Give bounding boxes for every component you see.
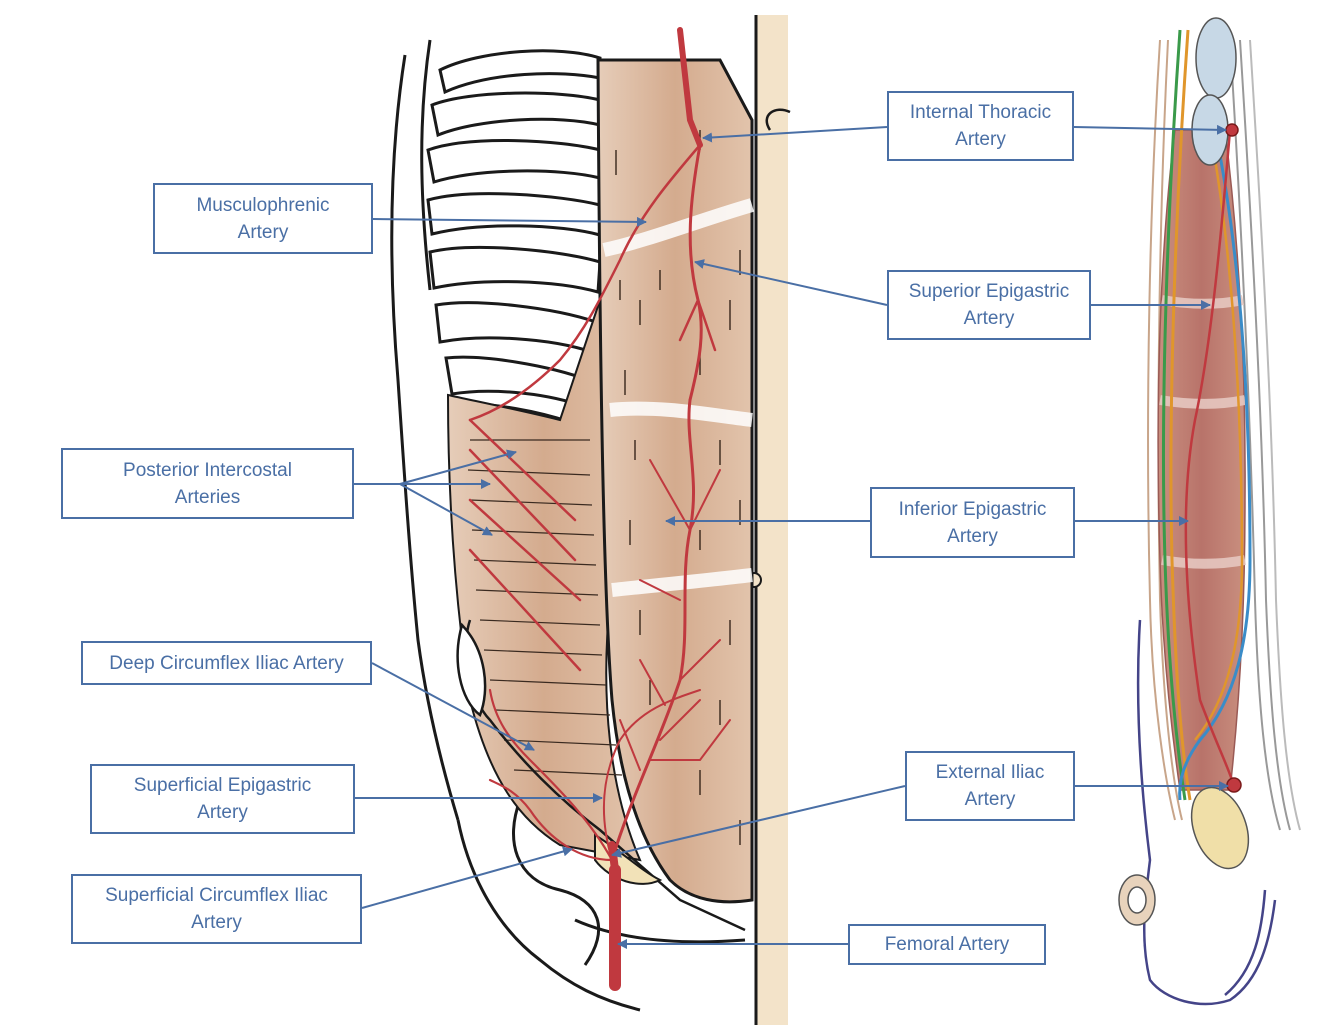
external-iliac-dot-icon: [1226, 777, 1242, 793]
label-superficial-circumflex-iliac-artery: Superficial Circumflex Iliac Artery: [71, 874, 362, 944]
oblique-fibers: [467, 439, 623, 776]
superficial-epigastric-vessel: [602, 689, 701, 861]
label-femoral-artery: Femoral Artery: [848, 924, 1046, 965]
label-deep-circumflex-iliac-artery: Deep Circumflex Iliac Artery: [81, 641, 372, 685]
label-musculophrenic-artery: Musculophrenic Artery: [153, 183, 373, 254]
label-text: Internal Thoracic Artery: [909, 102, 1052, 150]
label-internal-thoracic-artery: Internal Thoracic Artery: [887, 91, 1074, 161]
label-text: External Iliac Artery: [935, 762, 1045, 810]
arteries-left: [468, 27, 731, 991]
musculophrenic-vessel: [468, 143, 702, 422]
label-posterior-intercostal-arteries: Posterior Intercostal Arteries: [61, 448, 354, 519]
label-text: Superior Epigastric Artery: [908, 281, 1070, 329]
rectus-muscle: [596, 58, 754, 904]
cross-section: [1136, 29, 1301, 1006]
pubic-bone-icon: [1190, 786, 1250, 870]
label-superficial-epigastric-artery: Superficial Epigastric Artery: [90, 764, 355, 834]
label-text: Musculophrenic Artery: [196, 194, 330, 243]
label-text: Femoral Artery: [884, 934, 1010, 955]
torso-outline: [390, 39, 746, 1012]
label-external-iliac-artery: External Iliac Artery: [905, 751, 1075, 821]
label-text: Inferior Epigastric Artery: [898, 498, 1047, 547]
label-text: Superficial Circumflex Iliac Artery: [105, 885, 328, 933]
label-inferior-epigastric-artery: Inferior Epigastric Artery: [870, 487, 1075, 558]
leader-arrows: [354, 124, 1229, 949]
deep-circumflex-iliac-vessel: [488, 688, 614, 862]
cartilage-top-icon: [1195, 17, 1237, 99]
label-text: Posterior Intercostal Arteries: [123, 459, 292, 508]
inferior-epigastric-vessel: [610, 398, 696, 862]
label-superior-epigastric-artery: Superior Epigastric Artery: [887, 270, 1091, 340]
superficial-circumflex-vessel: [488, 778, 614, 862]
internal-thoracic-dot-icon: [1225, 123, 1239, 137]
posterior-intercostal-vessels: [468, 418, 582, 672]
label-text: Deep Circumflex Iliac Artery: [109, 652, 344, 674]
label-text: Superficial Epigastric Artery: [133, 775, 312, 823]
internal-thoracic-vessel: [677, 27, 703, 148]
iliac-crest: [456, 622, 487, 717]
